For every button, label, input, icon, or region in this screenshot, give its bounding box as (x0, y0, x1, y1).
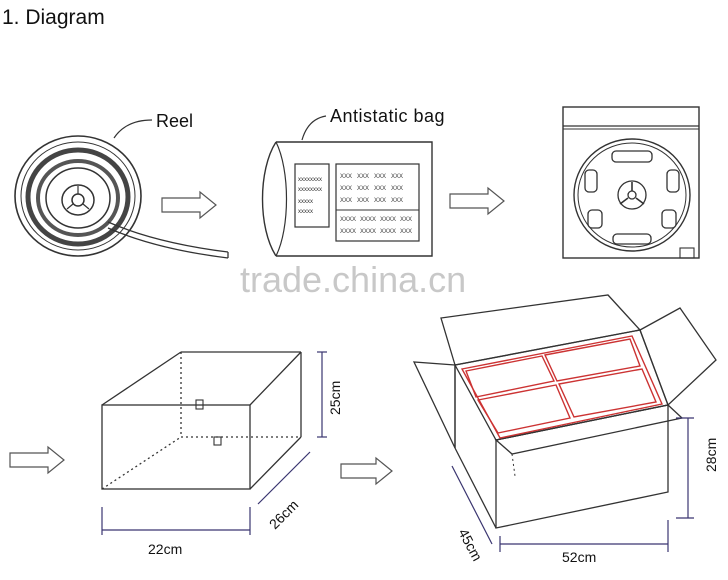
big-carton-height-label: 28cm (703, 438, 719, 472)
bag-text: xxxxx (298, 209, 313, 215)
bag-text: xxxxxxxx (298, 177, 322, 183)
bag-text: XXX (357, 186, 369, 192)
bag-text: XXX (391, 198, 403, 204)
arrow-icon (161, 190, 217, 220)
bag-label-marks: xxxxxxxx xxxxxxxx xxxxx xxxxx XXX XXX XX… (298, 174, 412, 235)
diagram-title: 1. Diagram (2, 6, 105, 29)
bag-text: xxxxxxxx (298, 187, 322, 193)
bag-text: XXXX (380, 217, 396, 223)
bag-text: XXX (400, 229, 412, 235)
bag-text: XXX (374, 186, 386, 192)
bag-text: XXXX (340, 217, 356, 223)
bag-text: XXX (400, 217, 412, 223)
reel-label: Reel (156, 111, 193, 131)
bag-text: XXX (391, 174, 403, 180)
antistatic-bag-illustration (261, 141, 433, 257)
big-carton-illustration (412, 294, 717, 529)
big-carton-depth-label: 45cm (455, 526, 485, 564)
sealed-reel-illustration (562, 106, 700, 259)
bag-text: XXXX (340, 229, 356, 235)
bag-text: XXX (357, 198, 369, 204)
bag-leader-line (301, 115, 327, 141)
small-carton-depth-label: 26cm (266, 497, 302, 533)
small-carton-height-label: 25cm (327, 381, 343, 415)
bag-text: XXX (340, 186, 352, 192)
small-carton-dimension-lines (101, 351, 327, 535)
bag-text: XXX (357, 174, 369, 180)
watermark-text: trade.china.cn (240, 259, 466, 300)
bag-text: XXX (374, 174, 386, 180)
reel-illustration (14, 135, 229, 259)
arrow-icon (9, 445, 65, 475)
bag-text: XXXX (380, 229, 396, 235)
big-carton-dimension-lines (451, 417, 694, 552)
arrow-icon (340, 456, 393, 486)
bag-text: XXX (391, 186, 403, 192)
bag-text: XXX (340, 198, 352, 204)
bag-text: XXX (374, 198, 386, 204)
bag-text: xxxxx (298, 199, 313, 205)
small-carton-width-label: 22cm (148, 541, 182, 557)
big-carton-width-label: 52cm (562, 549, 596, 565)
small-carton-illustration (101, 351, 302, 490)
reel-leader-line (113, 119, 153, 139)
bag-text: XXX (340, 174, 352, 180)
big-carton-contents (460, 335, 663, 439)
bag-text: XXXX (360, 217, 376, 223)
bag-text: XXXX (360, 229, 376, 235)
arrow-icon (449, 186, 505, 216)
bag-label: Antistatic bag (330, 106, 445, 126)
